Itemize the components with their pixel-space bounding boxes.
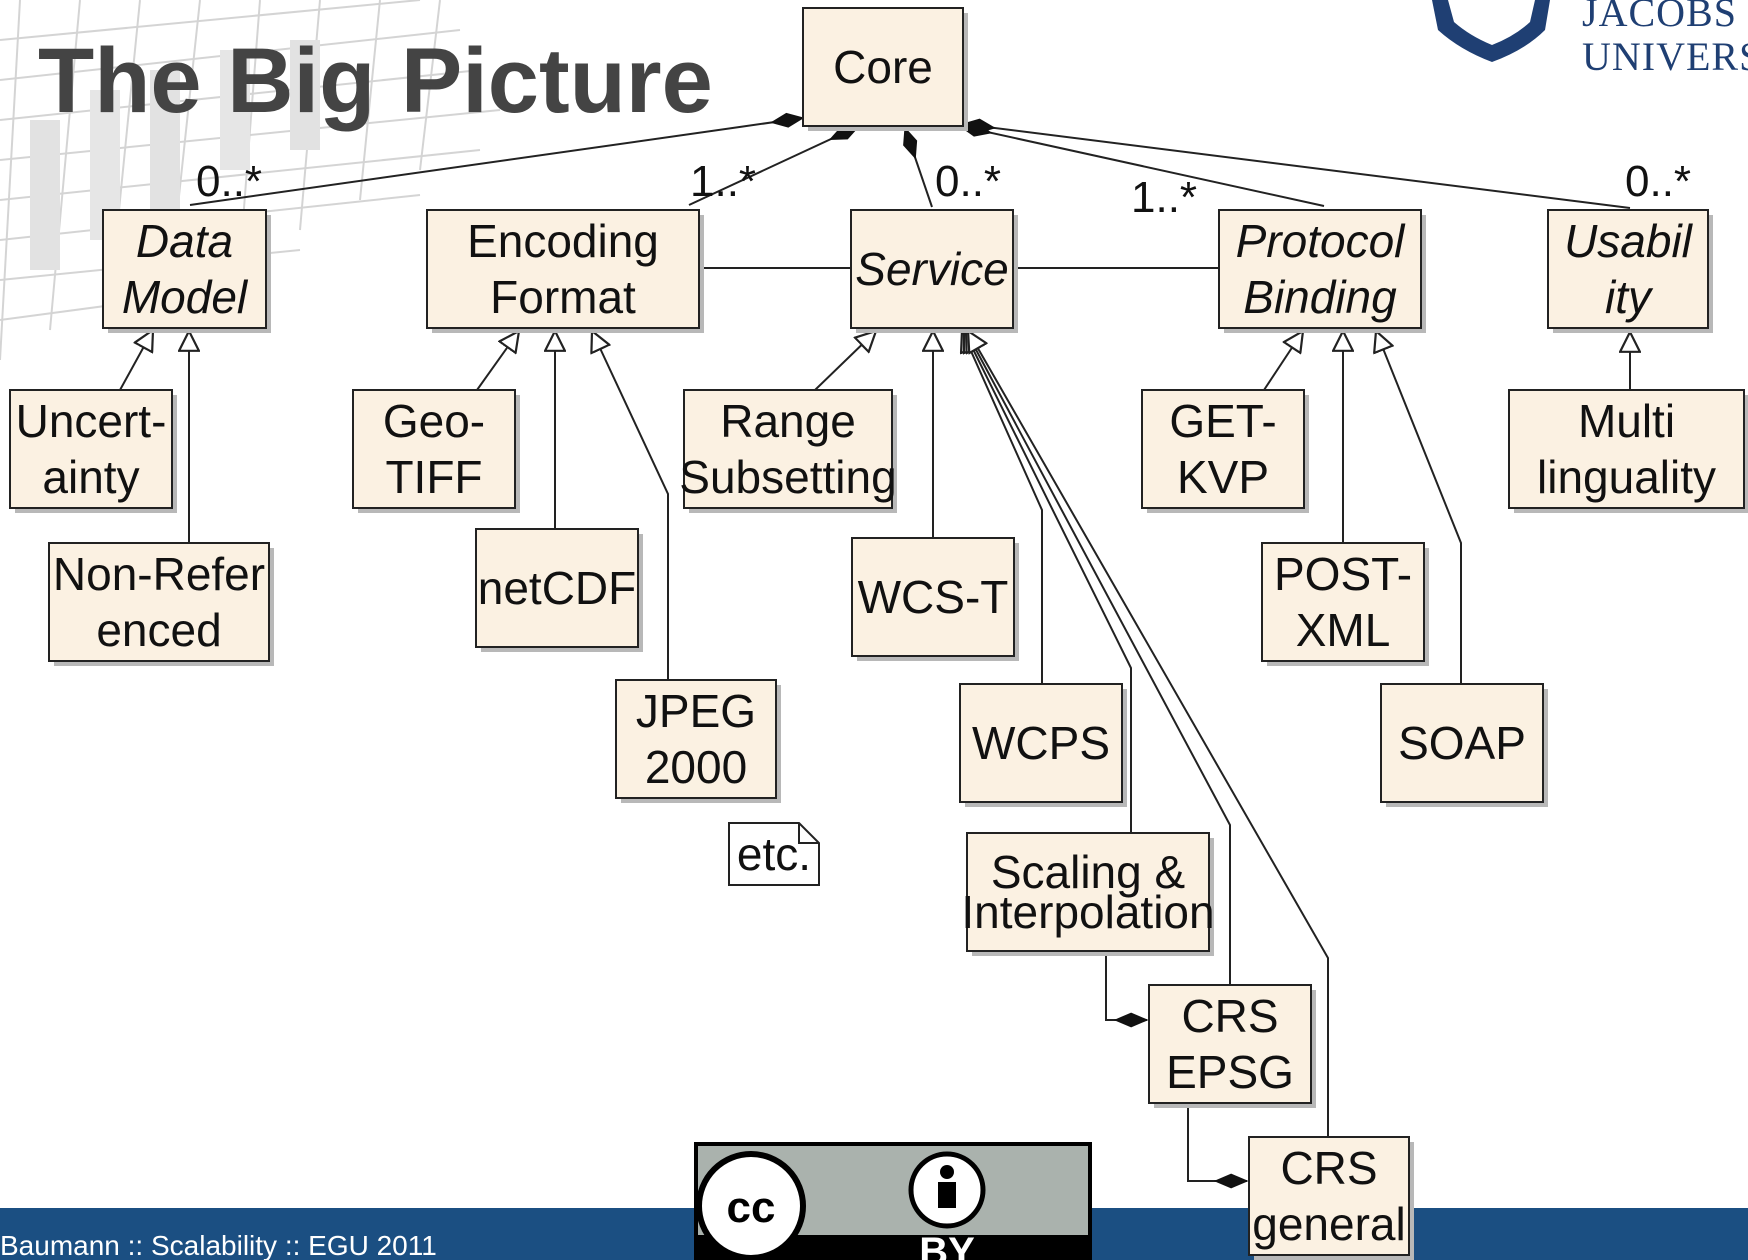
edge-service-core [905,128,933,208]
node-label-encoding-format-0: Encoding [467,215,659,267]
node-core: Core [802,7,968,131]
edge-range-service [814,331,876,391]
node-label-uncertainty-1: ainty [42,451,139,503]
edge-jpeg-encoding [592,331,669,680]
node-label-crs-epsg-0: CRS [1181,990,1278,1042]
node-label-jpeg2000-1: 2000 [645,741,747,793]
cc-circle-icon [696,1151,806,1260]
slide-title: The Big Picture [38,30,713,132]
node-wcs-t: WCS-T [851,537,1019,661]
edges-layer [119,118,1631,1181]
node-get-kvp: GET-KVP [1141,389,1309,513]
node-soap: SOAP [1380,683,1548,807]
node-label-multilinguality-1: linguality [1537,451,1716,503]
multiplicity-protocol-binding: 1..* [1131,173,1197,222]
node-scaling: Scaling &Interpolation [961,832,1215,956]
node-label-non-referenced-0: Non-Refer [53,548,265,600]
node-label-core-0: Core [833,41,933,93]
node-label-wcps-0: WCPS [972,717,1110,769]
node-label-crs-general-1: general [1252,1198,1405,1250]
edge-uncertainty-datamodel [119,330,153,391]
edge-getkvp-protocol [1263,331,1303,391]
node-label-jpeg2000-0: JPEG [636,685,756,737]
node-netcdf: netCDF [475,528,643,652]
node-label-crs-general-0: CRS [1280,1142,1377,1194]
logo-text-line1: JACOBS [1582,0,1737,35]
node-etc: etc. [728,822,820,886]
node-uncertainty: Uncert-ainty [9,389,177,513]
node-label-get-kvp-0: GET- [1169,395,1276,447]
node-label-range-subsetting-1: Subsetting [679,451,896,503]
edge-scaling-service [964,331,1132,833]
node-label-encoding-format-1: Format [490,271,636,323]
node-label-get-kvp-1: KVP [1177,451,1269,503]
edge-encoding-core [688,125,859,206]
node-label-etc-0: etc. [737,828,811,880]
node-label-geotiff-0: Geo- [383,395,485,447]
edge-usability-core [963,124,1631,209]
node-label-protocol-binding-0: Protocol [1236,215,1407,267]
node-label-scaling-0: Scaling & [991,846,1185,898]
node-wcps: WCPS [959,683,1127,807]
edge-geotiff-encoding [476,331,519,391]
node-label-data-model-0: Data [136,215,233,267]
footer-text: Baumann :: Scalability :: EGU 2011 [0,1230,437,1260]
node-label-data-model-1: Model [122,271,249,323]
edge-data-model-core [189,118,803,206]
multiplicity-service: 0..* [935,157,1001,206]
node-label-range-subsetting-0: Range [720,395,856,447]
edge-soap-protocol [1376,331,1462,684]
node-label-usability-1: ity [1605,271,1654,323]
node-label-uncertainty-0: Uncert- [16,395,167,447]
node-label-scaling-1: Interpolation [961,886,1214,938]
svg-text:cc: cc [727,1183,776,1232]
node-label-geotiff-1: TIFF [385,451,482,503]
license-label: BY [919,1230,975,1260]
node-service: Service [850,209,1018,333]
node-label-post-xml-0: POST- [1274,548,1412,600]
edge-protocol-core [960,126,1325,207]
node-label-protocol-binding-1: Binding [1243,271,1397,323]
multiplicity-data-model: 0..* [196,157,262,206]
node-geotiff: Geo-TIFF [352,389,520,513]
edge-crsepsg-scaling [1105,951,1151,1020]
multiplicity-labels: 0..* 1..* 0..* 1..* 0..* [196,157,1691,222]
node-label-non-referenced-1: enced [96,604,221,656]
node-post-xml: POST-XML [1261,542,1429,666]
node-label-soap-0: SOAP [1398,717,1526,769]
node-label-wcs-t-0: WCS-T [858,571,1009,623]
license-badge: cc BY [694,1142,1092,1260]
multiplicity-usability: 0..* [1625,157,1691,206]
node-label-crs-epsg-1: EPSG [1166,1046,1294,1098]
edge-crsepsg-service [966,331,1231,985]
node-label-usability-0: Usabil [1564,215,1694,267]
logo-text-line2: UNIVERS [1582,34,1748,79]
node-label-service-0: Service [855,243,1008,295]
node-label-netcdf-0: netCDF [478,562,636,614]
node-label-post-xml-1: XML [1296,604,1391,656]
node-label-multilinguality-0: Multi [1578,395,1675,447]
edge-crsgeneral-service [968,331,1329,1137]
edge-wcps-service [962,331,1043,684]
edge-crsgeneral-crsepsg [1187,1101,1247,1181]
university-logo: JACOBS UNIVERS [1432,0,1748,79]
multiplicity-encoding-format: 1..* [690,157,756,206]
